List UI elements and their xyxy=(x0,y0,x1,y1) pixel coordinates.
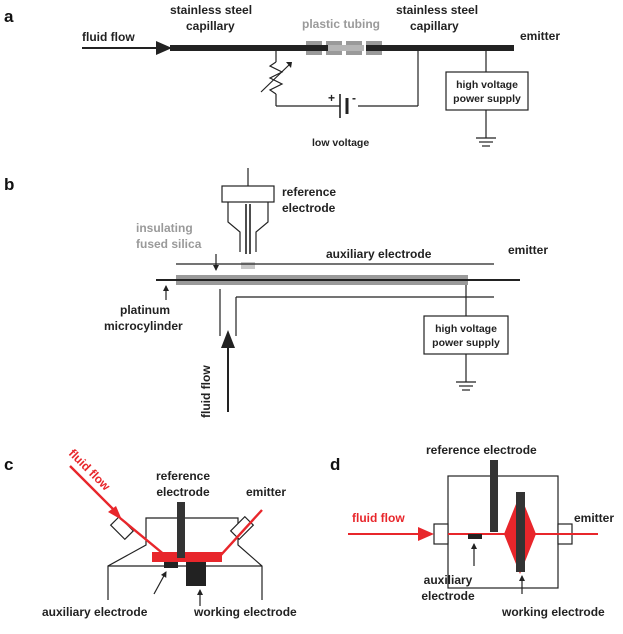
platinum-label-1: platinum xyxy=(120,303,170,317)
emitter-label-a: emitter xyxy=(520,29,560,43)
plastic-tubing-label: plastic tubing xyxy=(302,17,380,31)
flow-chamber-c xyxy=(152,552,222,562)
fluid-flow-label-d: fluid flow xyxy=(352,511,405,525)
left-capillary-label-2: capillary xyxy=(186,19,235,33)
working-electrode-d xyxy=(516,492,525,572)
emitter-label-c: emitter xyxy=(246,485,286,499)
fluid-flow-arrow-c xyxy=(69,465,119,515)
emitter-label-d: emitter xyxy=(574,511,614,525)
auxiliary-label-c: auxiliary electrode xyxy=(42,605,148,619)
hv-supply-label-a-1: high voltage xyxy=(456,79,518,91)
cell-housing-c xyxy=(107,517,263,600)
panel-c: c fluid flow reference electrode emitter… xyxy=(4,446,297,619)
reference-label-b-2: electrode xyxy=(282,201,336,215)
panel-d-letter: d xyxy=(330,455,340,474)
auxiliary-label-b: auxiliary electrode xyxy=(326,247,432,261)
fluid-flow-arrowhead-b xyxy=(221,330,235,348)
insulating-label-1: insulating xyxy=(136,221,193,235)
reference-junction xyxy=(241,262,255,269)
auxiliary-electrode-c xyxy=(164,562,178,568)
battery-plus: + xyxy=(328,91,335,105)
right-capillary-label-2: capillary xyxy=(410,19,459,33)
auxiliary-electrode-b xyxy=(176,263,494,336)
reference-electrode-d xyxy=(490,460,498,532)
reference-label-c-1: reference xyxy=(156,469,210,483)
auxiliary-label-d-2: electrode xyxy=(421,589,475,603)
resistor-arrowhead xyxy=(286,62,292,68)
panel-a: a fluid flow stainless steel capillary p… xyxy=(4,3,560,149)
right-capillary xyxy=(366,45,514,51)
fluid-flow-label-a: fluid flow xyxy=(82,30,135,44)
fluid-flow-arrowhead-c xyxy=(108,506,122,520)
inlet-port-d xyxy=(433,523,449,545)
cell-housing-d xyxy=(447,475,559,589)
fluid-flow-arrowhead-a xyxy=(156,41,172,55)
insulating-label-2: fused silica xyxy=(136,237,202,251)
ground-icon-a xyxy=(476,110,496,147)
panel-a-letter: a xyxy=(4,7,14,26)
working-electrode-c xyxy=(186,562,206,586)
panel-b: b reference electrode insulating fused s… xyxy=(4,168,548,418)
plastic-tubing xyxy=(306,41,382,55)
working-label-d: working electrode xyxy=(501,605,605,619)
hv-supply-label-b-1: high voltage xyxy=(435,323,497,335)
battery-minus: - xyxy=(352,91,356,105)
right-capillary-label-1: stainless steel xyxy=(396,3,478,17)
emitter-label-b: emitter xyxy=(508,243,548,257)
panel-c-letter: c xyxy=(4,455,13,474)
hv-supply-label-b-2: power supply xyxy=(432,337,500,349)
left-capillary-label-1: stainless steel xyxy=(170,3,252,17)
platinum-label-2: microcylinder xyxy=(104,319,183,333)
panel-b-letter: b xyxy=(4,175,14,194)
low-voltage-label: low voltage xyxy=(312,137,369,149)
ground-icon-b xyxy=(456,354,476,391)
fluid-flow-label-b: fluid flow xyxy=(199,365,213,418)
working-label-c: working electrode xyxy=(193,605,297,619)
left-capillary xyxy=(170,45,328,51)
variable-resistor-arrow xyxy=(260,63,291,93)
reference-electrode-b xyxy=(221,168,275,254)
low-voltage-circuit xyxy=(260,51,419,118)
reference-label-c-2: electrode xyxy=(156,485,210,499)
reference-label-b-1: reference xyxy=(282,185,336,199)
panel-d: d reference electrode fluid flow emitter… xyxy=(330,443,614,619)
hv-supply-box-a xyxy=(445,71,529,111)
auxiliary-label-d-1: auxiliary xyxy=(424,573,473,587)
emitter-port-c xyxy=(229,515,255,541)
fluid-flow-arrowhead-d xyxy=(418,527,434,541)
hv-supply-label-a-2: power supply xyxy=(453,93,521,105)
reference-electrode-c xyxy=(177,502,185,558)
auxiliary-electrode-d xyxy=(468,534,482,539)
hv-supply-box-b xyxy=(423,315,509,355)
reference-label-d: reference electrode xyxy=(426,443,537,457)
flow-channel-c xyxy=(119,509,263,558)
